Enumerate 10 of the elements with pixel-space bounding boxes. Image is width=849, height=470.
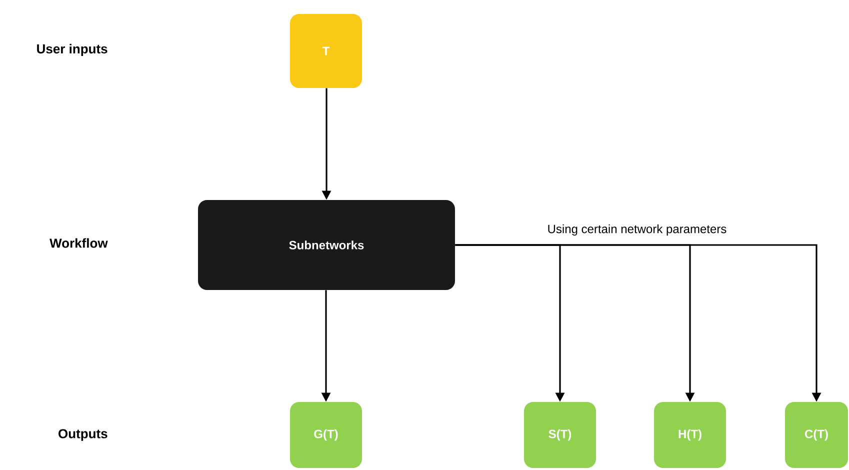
process-box: Subnetworks xyxy=(198,200,455,290)
output-box: G(T) xyxy=(290,402,362,468)
row-label: Workflow xyxy=(50,238,108,248)
output-box: C(T) xyxy=(785,402,848,468)
input-box: T xyxy=(290,14,362,88)
output-box: H(T) xyxy=(654,402,726,468)
output-box: S(T) xyxy=(524,402,596,468)
edge-label: Using certain network parameters xyxy=(546,223,728,237)
row-label: Outputs xyxy=(58,429,108,441)
row-label: User inputs xyxy=(37,44,108,56)
